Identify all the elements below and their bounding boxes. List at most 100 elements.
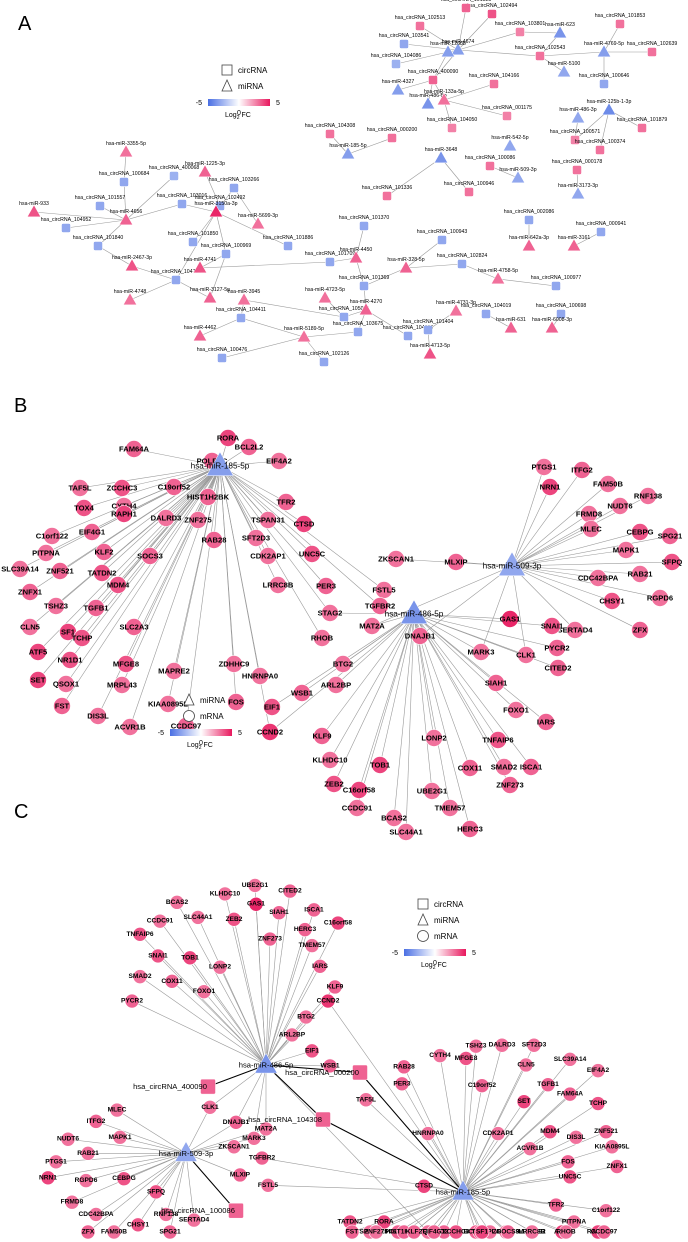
node-znf275[interactable]: ZNF275 [184,511,212,529]
node-mdm4[interactable]: MDM4 [107,576,130,594]
node-dis3l[interactable]: DIS3L [567,1130,586,1145]
node-fst[interactable]: FST [53,697,71,715]
node-fam64a[interactable]: FAM64A [557,1086,583,1102]
node-mir-3173-3p[interactable]: hsa-miR-3173-3p [558,183,598,200]
node-bcl2l2[interactable]: BCL2L2 [235,438,264,456]
node-cebpg[interactable]: CEBPG [626,523,654,541]
node-h509[interactable]: hsa-miR-509-3p [483,551,542,576]
node-mir-133a-5p[interactable]: hsa-miR-133a-5p [424,89,464,106]
node-pycr2[interactable]: PYCR2 [544,639,570,657]
node-c104086[interactable]: hsa_circRNA_104086 [371,53,422,69]
node-mir-509-3p[interactable]: hsa-miR-509-3p [499,167,537,184]
node-cc000200[interactable]: hsa_circRNA_000200 [285,1064,368,1081]
node-lonp2[interactable]: LONP2 [421,729,447,747]
node-c103541[interactable]: hsa_circRNA_103541 [379,33,430,49]
node-rgpd6[interactable]: RGPD6 [647,589,673,607]
node-tchp[interactable]: TCHP [72,629,93,647]
node-mdm4[interactable]: MDM4 [540,1124,560,1140]
node-rnf138[interactable]: RNF138 [154,1207,179,1222]
node-znf521[interactable]: ZNF521 [46,562,74,580]
node-tspan31[interactable]: TSPAN31 [251,511,286,529]
node-eif4a2[interactable]: EIF4A2 [266,452,292,470]
node-dnajb1[interactable]: DNAJB1 [223,1115,250,1130]
node-h185[interactable]: hsa-miR-185-5p [436,1179,490,1201]
node-znf275[interactable]: ZNF275 [364,1224,388,1240]
node-zkscan1[interactable]: ZKSCAN1 [218,1139,250,1155]
node-rora[interactable]: RORA [217,429,240,447]
node-cebpg[interactable]: CEBPG [112,1171,136,1187]
node-taf5l[interactable]: TAF5L [68,479,92,497]
node-btg2[interactable]: BTG2 [333,655,353,673]
node-pycr2[interactable]: PYCR2 [121,993,143,1009]
node-c101709[interactable]: hsa_circRNA_101709 [305,251,356,267]
node-mir-3161[interactable]: hsa-miR-3161 [558,235,591,252]
node-mir-642a-3p[interactable]: hsa-miR-642a-3p [509,235,549,252]
node-h486[interactable]: hsa-miR-486-5p [239,1052,293,1074]
node-c102494[interactable]: hsa_circRNA_102494 [467,3,518,19]
node-c101369[interactable]: hsa_circRNA_101369 [339,275,390,291]
node-cdk2ap1[interactable]: CDK2AP1 [483,1126,514,1141]
node-isca1[interactable]: ISCA1 [304,902,324,918]
node-rab28[interactable]: RAB28 [393,1059,415,1075]
node-mir-4731-3p[interactable]: hsa-miR-4731-3p [436,300,476,317]
node-ccdc91[interactable]: CCDC91 [342,799,373,817]
node-socs3[interactable]: SOCS3 [497,1224,520,1240]
node-dnajb1[interactable]: DNAJB1 [405,627,436,645]
node-c103266[interactable]: hsa_circRNA_103266 [209,177,260,193]
node-c19orf52[interactable]: C19orf52 [468,1078,497,1093]
node-c100698[interactable]: hsa_circRNA_100698 [536,303,587,319]
node-fos[interactable]: FOS [227,693,245,711]
node-cln5[interactable]: CLN5 [517,1057,535,1073]
node-foxo1[interactable]: FOXO1 [503,701,530,719]
node-arl2bp[interactable]: ARL2BP [321,676,351,694]
node-c101850[interactable]: hsa_circRNA_101850 [168,231,219,247]
node-c100684[interactable]: hsa_circRNA_100684 [99,171,150,187]
node-dalrd3[interactable]: DALRD3 [489,1037,516,1053]
node-mir-1225-3p[interactable]: hsa-miR-1225-3p [185,161,225,178]
node-mir-4713-5p[interactable]: hsa-miR-4713-5p [410,343,450,360]
node-klhdc10[interactable]: KLHDC10 [312,751,348,769]
node-c104411[interactable]: hsa_circRNA_104411 [216,307,266,323]
node-h486[interactable]: hsa-miR-486-5p [385,599,444,624]
node-slc39a14[interactable]: SLC39A14 [1,560,40,578]
node-c002086[interactable]: hsa_circRNA_002086 [504,209,555,225]
node-mark3[interactable]: MARK3 [467,643,495,661]
node-fam50b[interactable]: FAM50B [593,475,623,493]
node-c103801[interactable]: hsa_circRNA_103801 [495,21,546,37]
node-cited2[interactable]: CITED2 [278,883,302,899]
node-h509[interactable]: hsa-miR-509-3p [159,1141,213,1162]
node-ptgs1[interactable]: PTGS1 [532,458,558,476]
node-mapk1[interactable]: MAPK1 [613,541,640,559]
node-mir-4723-5p[interactable]: hsa-miR-4723-5p [305,287,345,304]
node-gas1[interactable]: GAS1 [247,896,265,912]
node-socs3[interactable]: SOCS3 [137,547,163,565]
node-c400068[interactable]: hsa_circRNA_400068 [149,165,200,181]
node-tfr2[interactable]: TFR2 [277,493,296,511]
node-mark3[interactable]: MARK3 [242,1131,266,1146]
node-kiaa0895l[interactable]: KIAA0895L [148,695,188,713]
node-tgfbr2[interactable]: TGFBR2 [365,597,395,615]
node-arl2bp[interactable]: ARL2BP [279,1027,306,1043]
node-siah1[interactable]: SIAH1 [269,905,289,921]
node-fstl5[interactable]: FSTL5 [258,1178,278,1193]
node-slc44a1[interactable]: SLC44A1 [389,823,423,841]
node-cox11[interactable]: COX11 [161,974,183,989]
node-zfx[interactable]: ZFX [80,1224,96,1240]
node-c000200[interactable]: hsa_circRNA_000200 [367,127,418,143]
node-cox11[interactable]: COX11 [458,759,483,777]
node-c103675[interactable]: hsa_circRNA_103675 [333,321,384,337]
node-mat2a[interactable]: MAT2A [359,617,385,635]
node-hist1h2bk[interactable]: HIST1H2BK [386,1224,423,1240]
node-rnf138[interactable]: RNF138 [634,487,662,505]
node-mir-4656[interactable]: hsa-miR-4656 [110,209,143,226]
node-cc100086[interactable]: hsa_circRNA_100086 [161,1202,244,1219]
node-c000178[interactable]: hsa_circRNA_000178 [552,159,603,175]
node-chsy1[interactable]: CHSY1 [127,1217,149,1233]
node-mir-3127-5p[interactable]: hsa-miR-3127-5p [190,287,230,304]
node-tchp[interactable]: TCHP [589,1096,608,1111]
node-cc400090[interactable]: hsa_circRNA_400090 [133,1078,216,1095]
node-mir-185-5p[interactable]: hsa-miR-185-5p [329,143,367,160]
node-c104308[interactable]: hsa_circRNA_104308 [305,123,356,139]
node-mir-328-5p[interactable]: hsa-miR-328-5p [387,257,425,274]
node-c102639[interactable]: hsa_circRNA_102639 [627,41,678,57]
